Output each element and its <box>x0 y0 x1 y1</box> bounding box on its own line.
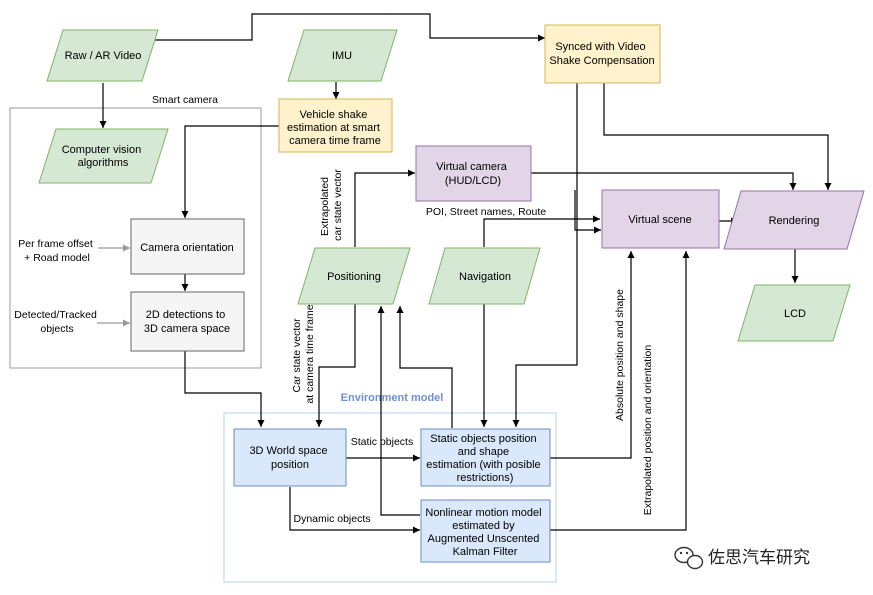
absolute-position-label: Absolute position and shape <box>614 289 626 421</box>
watermark-text: 佐思汽车研究 <box>708 548 810 568</box>
svg-text:Positioning: Positioning <box>327 271 381 283</box>
edge-nonlinear-to-positioning <box>377 306 420 516</box>
gray-edges <box>97 244 130 327</box>
synced-node: Synced with Video Shake Compensation <box>544 24 661 84</box>
edge-vcamera-to-rendering <box>531 172 797 190</box>
detections-2d-node: 2D detections to 3D camera space <box>130 291 245 352</box>
svg-text:Camera orientation: Camera orientation <box>140 242 234 254</box>
camera-orientation-node: Camera orientation <box>130 218 245 275</box>
cv-algorithms-node: Computer vision algorithms <box>38 128 169 184</box>
edge-world-to-nonlinear <box>289 487 420 534</box>
positioning-node: Positioning <box>297 247 411 305</box>
edge-positioning-to-world <box>315 304 356 427</box>
environment-model-label: Environment model <box>341 392 444 404</box>
navigation-node: Navigation <box>428 247 541 305</box>
extrapolated-position-label: Extrapolated position and orientation <box>642 345 654 516</box>
nonlinear-model-node: Nonlinear motion model estimated by Augm… <box>420 499 551 563</box>
virtual-scene-node: Virtual scene <box>601 189 720 249</box>
virtual-camera-node: Virtual camera (HUD/LCD) <box>415 145 532 202</box>
imu-node: IMU <box>287 29 398 82</box>
svg-text:Navigation: Navigation <box>459 271 511 283</box>
edge-static-to-positioning <box>396 306 453 428</box>
poi-label: POI, Street names, Route <box>426 206 546 218</box>
edge-positioning-to-vcamera <box>354 169 415 247</box>
edge-vcamera-to-vscene <box>574 190 601 234</box>
svg-text:LCD: LCD <box>784 308 806 320</box>
static-objects-node: Static objects position and shape estima… <box>420 428 551 487</box>
edge-synced-to-static <box>512 83 578 427</box>
detected-label: Detected/Tracked objects <box>14 309 99 335</box>
svg-text:Virtual scene: Virtual scene <box>628 214 691 226</box>
edge-synced-to-rendering <box>603 83 832 190</box>
dynamic-objects-label: Dynamic objects <box>293 513 370 525</box>
svg-text:2D detections to 3D came: 2D detections to 3D camera space <box>144 309 230 335</box>
edge-video-to-synced <box>148 13 545 42</box>
environment-model-region <box>223 412 557 583</box>
raw-video-node: Raw / AR Video <box>46 29 159 82</box>
edges <box>99 13 832 534</box>
per-frame-label: Per frame offset + Road model <box>18 238 95 264</box>
svg-text:Static objects position: Static objects position and shape estima… <box>426 433 543 484</box>
vehicle-shake-node: Vehicle shake estimation at smart camera… <box>278 98 393 153</box>
smart-camera-region <box>9 107 262 369</box>
svg-text:Raw / AR Video: Raw / AR Video <box>65 50 142 62</box>
svg-text:IMU: IMU <box>332 50 352 62</box>
wechat-icon <box>674 546 704 570</box>
edge-nav-to-vscene <box>483 215 600 247</box>
svg-text:Rendering: Rendering <box>769 215 820 227</box>
svg-text:Synced with Video Shake: Synced with Video Shake Compensation <box>549 41 654 67</box>
svg-text:Vehicle shake estimation: Vehicle shake estimation at smart camera… <box>287 109 383 147</box>
svg-text:Nonlinear motion model e: Nonlinear motion model estimated by Augm… <box>425 507 544 558</box>
smart-camera-label: Smart camera <box>152 94 218 106</box>
edge-shake-to-orientation <box>181 125 279 218</box>
rendering-node: Rendering <box>723 190 865 250</box>
edge-nonlinear-to-vscene <box>550 251 690 531</box>
extrapolated-state-label: Extrapolated car state vector <box>319 169 344 241</box>
edge-detections-to-world <box>184 351 265 427</box>
svg-text:3D World space position: 3D World space position <box>249 445 330 471</box>
lcd-node: LCD <box>737 284 851 342</box>
car-state-camera-label: Car state vector at camera time frame <box>291 304 316 403</box>
static-objects-label: Static objects <box>351 436 413 448</box>
svg-text:Computer vision algorith: Computer vision algorithms <box>62 144 145 169</box>
edge-static-to-vscene <box>550 251 635 459</box>
world-position-node: 3D World space position <box>233 428 347 487</box>
svg-text:Virtual camera (HUD/LCD): Virtual camera (HUD/LCD) <box>436 161 510 187</box>
